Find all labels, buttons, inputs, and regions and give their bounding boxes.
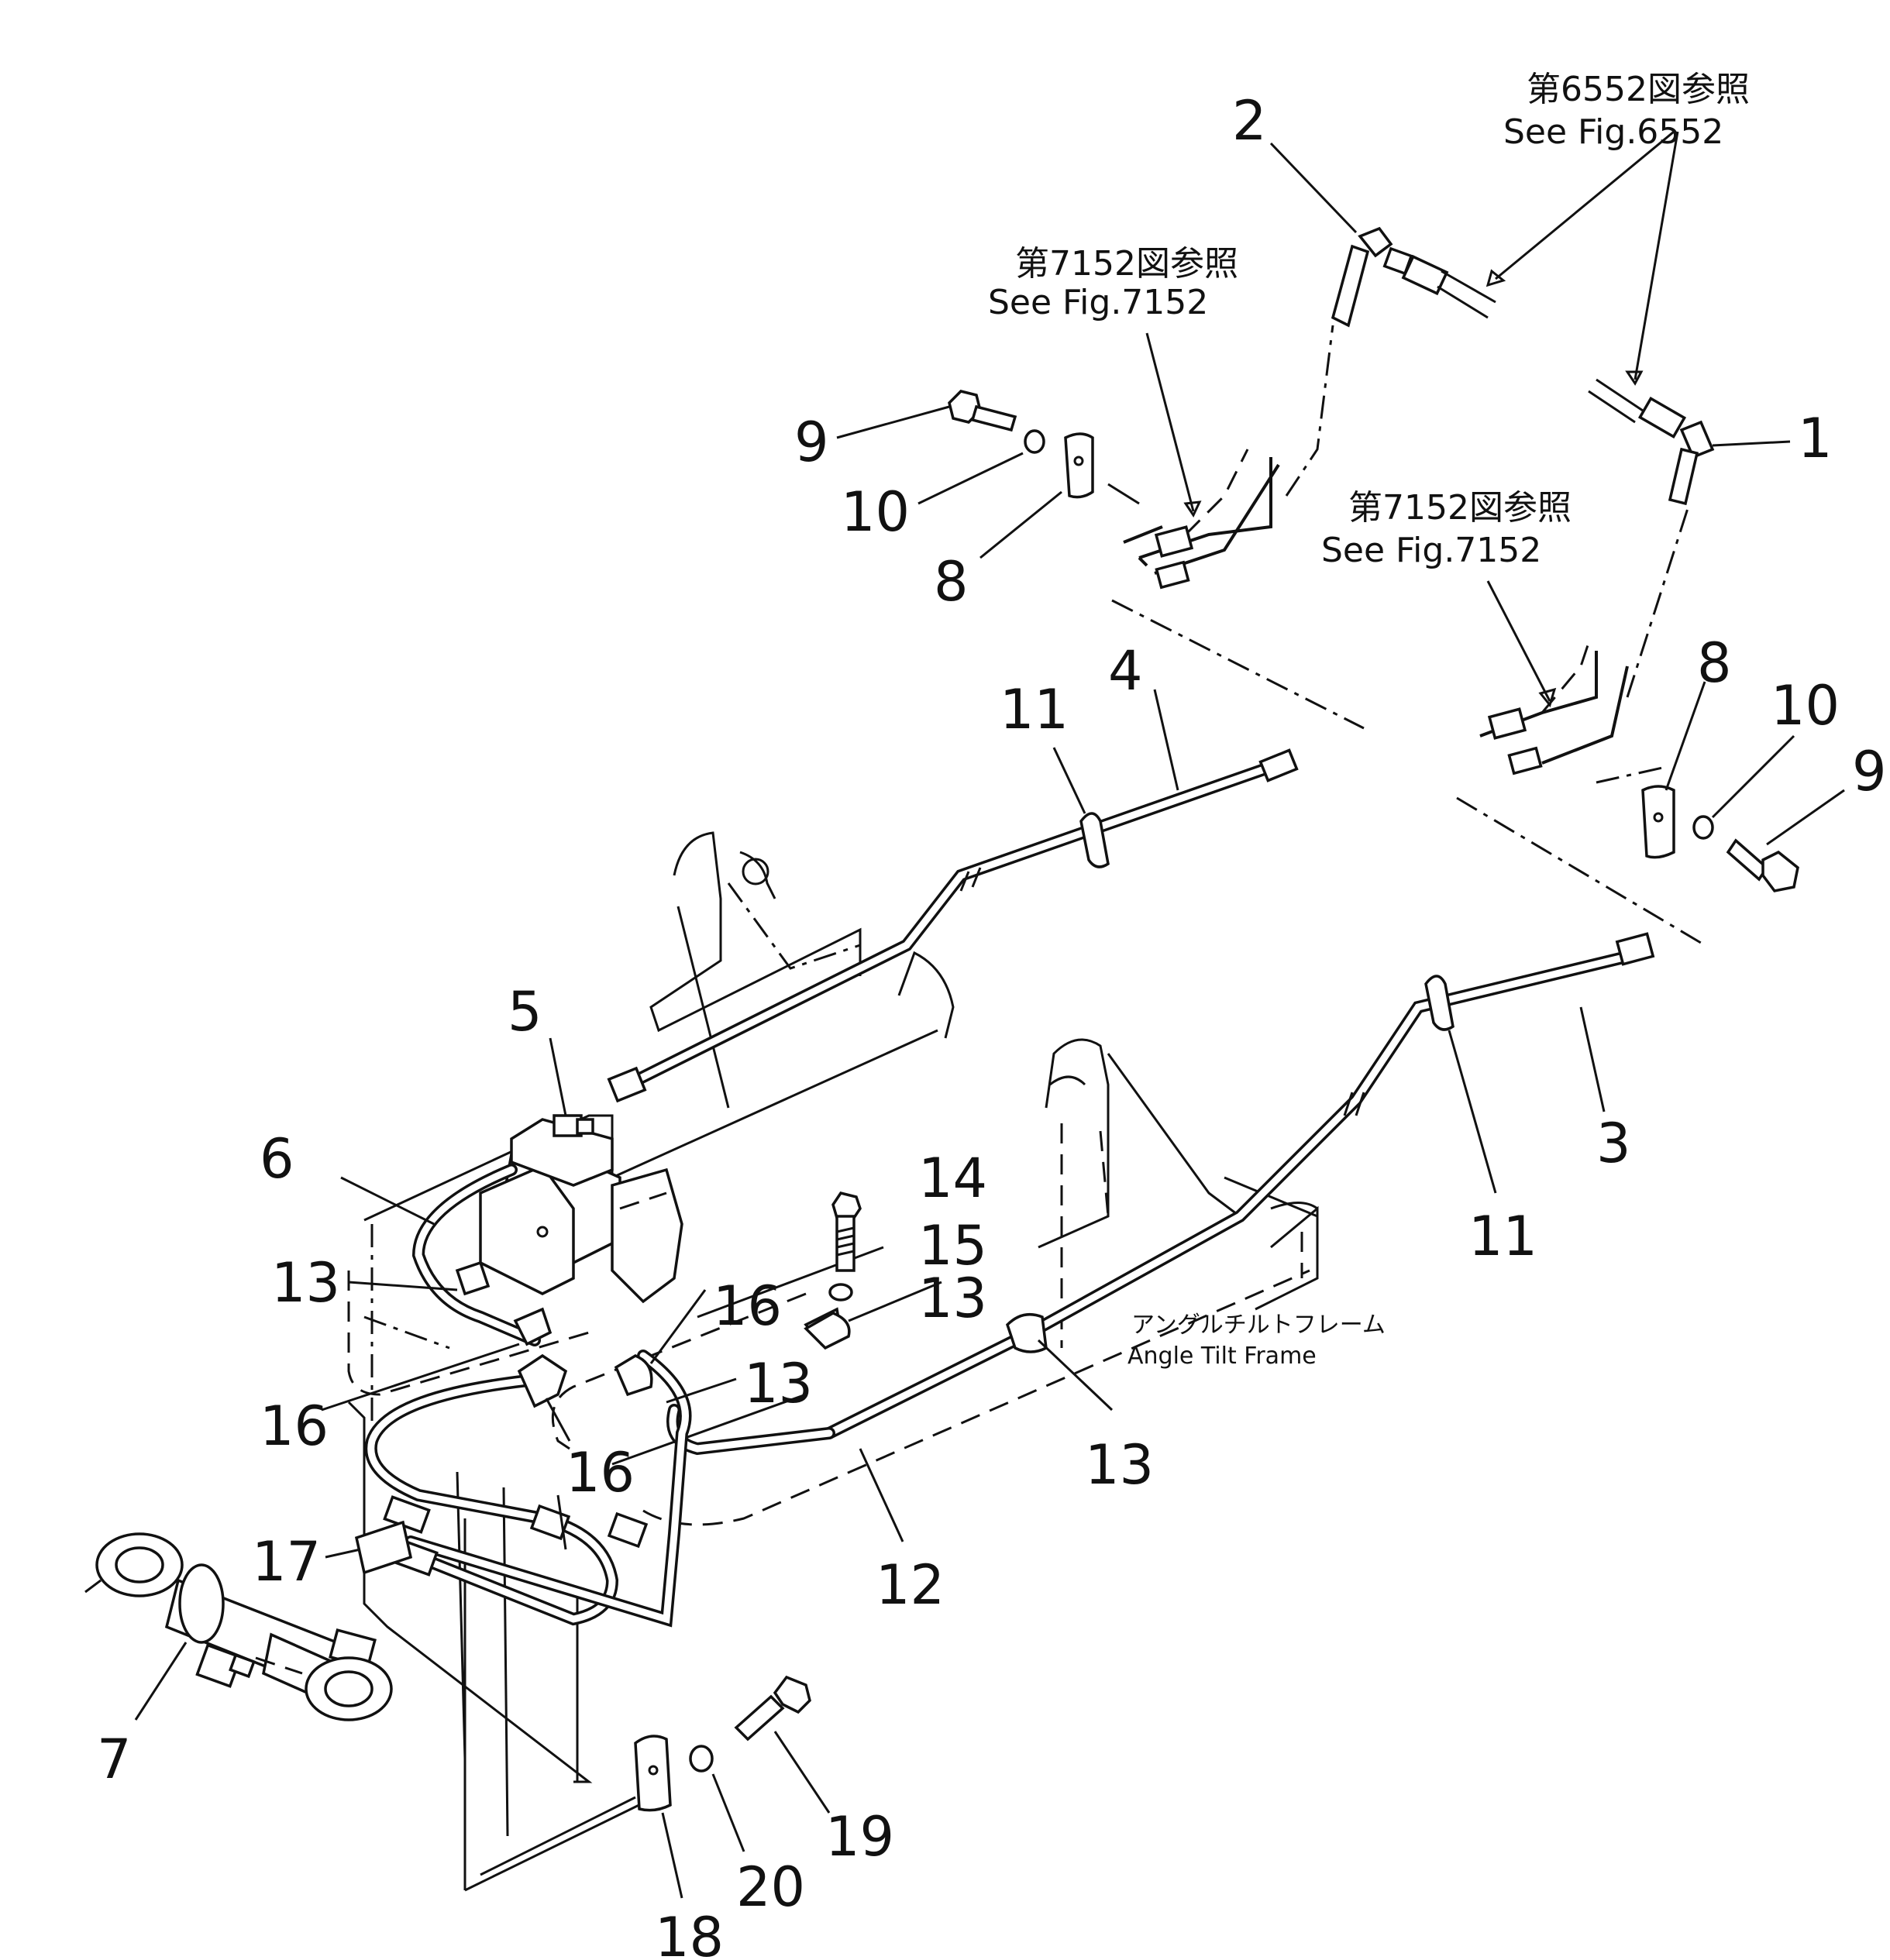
callout-4: 4: [1108, 639, 1143, 703]
callout-14: 14: [918, 1147, 987, 1210]
callout-16-left: 16: [260, 1394, 329, 1458]
clamps-16: [455, 1260, 653, 1408]
elbow-1: [1588, 378, 1715, 506]
ref-7152-en-left: See Fig.7152: [988, 283, 1208, 322]
elbow-2: [1331, 226, 1496, 328]
leader-lines: [134, 130, 1845, 1899]
bolt-19: [734, 1675, 811, 1742]
fitting-5: [553, 1114, 594, 1137]
pipe-4: [607, 748, 1299, 1103]
clamp-11-left: [1079, 812, 1110, 868]
callout-1: 1: [1798, 407, 1833, 470]
angle-tilt-frame: [347, 831, 1319, 1892]
callout-5: 5: [508, 980, 542, 1044]
callout-19: 19: [825, 1805, 894, 1869]
callout-7: 7: [97, 1728, 132, 1791]
pipe-ends-right: [1479, 642, 1629, 775]
callout-12: 12: [876, 1553, 945, 1617]
ref-6552-jp: 第6552図参照: [1527, 70, 1750, 109]
hose-6: [411, 1164, 541, 1346]
clamp-13-plate: [804, 1312, 851, 1350]
bolt-9-right: [1726, 838, 1799, 892]
callout-11-right: 11: [1468, 1205, 1537, 1268]
ref-6552-en: See Fig.6552: [1503, 112, 1723, 152]
bracket-8-right: [1641, 785, 1675, 859]
pipe-ends-left: [1107, 449, 1280, 590]
callout-18: 18: [655, 1906, 724, 1960]
bracket-8-left: [1064, 432, 1094, 499]
lower-hoses: [364, 1350, 835, 1628]
callout-16-bottom: 16: [566, 1441, 635, 1504]
callout-11-left: 11: [1000, 678, 1069, 741]
callout-16-right: 16: [713, 1274, 782, 1338]
pipe-3: [823, 932, 1655, 1439]
clamp-13-right: [1005, 1312, 1048, 1353]
washer-15: [828, 1283, 853, 1302]
callout-17: 17: [252, 1530, 321, 1594]
plate-17: [354, 1520, 413, 1575]
reference-labels: 第6552図参照 See Fig.6552 第7152図参照 See Fig.7…: [988, 70, 1750, 570]
ref-7152-en-right: See Fig.7152: [1321, 531, 1541, 570]
callout-15: 15: [918, 1214, 987, 1277]
ref-7152-jp-left: 第7152図参照: [1015, 244, 1238, 284]
callout-3: 3: [1596, 1112, 1631, 1175]
callout-13-right: 13: [1085, 1433, 1154, 1497]
callout-labels: 1 2 3 4 5 6 7 8 8 9 9 10 10 11 11 12 13 …: [97, 89, 1887, 1960]
callout-2: 2: [1232, 89, 1267, 153]
callout-6: 6: [260, 1127, 294, 1191]
callout-8-left: 8: [934, 550, 969, 614]
washer-10-left: [1024, 429, 1045, 454]
callout-20: 20: [736, 1855, 805, 1919]
ref-7152-jp-right: 第7152図参照: [1348, 488, 1572, 528]
frame-label-en: Angle Tilt Frame: [1127, 1343, 1317, 1370]
bolt-14: [831, 1191, 862, 1272]
clamp-11-right: [1424, 975, 1455, 1031]
callout-13-plate: 13: [918, 1267, 987, 1330]
frame-label: アングルチルトフレーム Angle Tilt Frame: [1127, 1312, 1386, 1370]
callout-10-right: 10: [1771, 674, 1840, 738]
bolt-9-left: [948, 390, 1017, 432]
callout-13-mid: 13: [744, 1352, 813, 1415]
callout-10-left: 10: [841, 480, 910, 544]
callout-9-right: 9: [1852, 740, 1887, 803]
callout-9-left: 9: [794, 411, 829, 474]
frame-label-jp: アングルチルトフレーム: [1131, 1312, 1386, 1339]
washer-10-right: [1692, 815, 1714, 840]
cylinder-7: [84, 1532, 393, 1721]
callout-8-right: 8: [1697, 631, 1732, 695]
callout-13-left: 13: [271, 1251, 340, 1315]
bracket-18: [634, 1735, 672, 1812]
washer-20: [689, 1745, 714, 1773]
